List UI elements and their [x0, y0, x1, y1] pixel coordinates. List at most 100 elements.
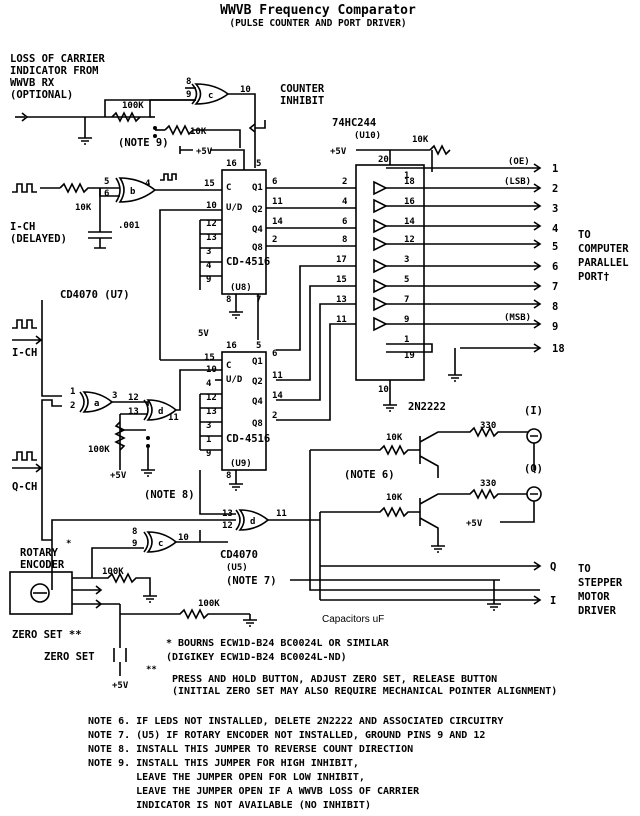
- svg-text:d: d: [250, 517, 255, 527]
- svg-text:PARALLEL: PARALLEL: [578, 257, 629, 269]
- zero-set-button-icon[interactable]: [113, 620, 127, 676]
- resistor-10k-i: [310, 444, 420, 456]
- svg-text:1: 1: [404, 335, 409, 345]
- resistor-label: 100K: [198, 599, 220, 609]
- svg-text:5: 5: [104, 177, 109, 187]
- svg-text:14: 14: [272, 391, 283, 401]
- svg-text:12: 12: [206, 219, 217, 229]
- svg-text:Q4: Q4: [252, 225, 263, 235]
- capacitor-symbol: [88, 188, 112, 249]
- svg-text:INHIBIT: INHIBIT: [280, 95, 324, 107]
- jumper-pin: [153, 126, 157, 130]
- zero-set-label: ZERO SET: [44, 651, 95, 663]
- svg-text:NOTE 6. IF LEDS NOT INSTALLED,: NOTE 6. IF LEDS NOT INSTALLED, DELETE 2N…: [88, 716, 503, 727]
- svg-text:16: 16: [226, 159, 237, 169]
- svg-text:19: 19: [404, 351, 415, 361]
- led-q-label: (Q): [524, 463, 543, 475]
- svg-text:13: 13: [206, 233, 217, 243]
- xor-gate-a: a 3: [79, 391, 117, 413]
- svg-text:Q4: Q4: [252, 397, 263, 407]
- star-marker: **: [146, 665, 157, 675]
- capacitors-unit-label: Capacitors uF: [322, 614, 384, 625]
- svg-text:PRESS AND HOLD BUTTON, ADJUST: PRESS AND HOLD BUTTON, ADJUST ZERO SET, …: [172, 674, 497, 685]
- port-pin: 9: [552, 321, 558, 333]
- svg-text:14: 14: [272, 217, 283, 227]
- resistor-label: 10K: [412, 135, 429, 145]
- svg-text:DRIVER: DRIVER: [578, 605, 617, 617]
- svg-text:8: 8: [132, 527, 137, 537]
- xor-gate-d-bottom: d 11: [235, 509, 287, 531]
- ich-delayed-label: I-CH (DELAYED): [10, 221, 67, 245]
- svg-text:9: 9: [206, 449, 211, 459]
- svg-text:(DELAYED): (DELAYED): [10, 233, 67, 245]
- pulse-icon: [12, 319, 37, 329]
- to-computer-label: TO COMPUTER PARALLEL PORT†: [578, 229, 629, 283]
- svg-text:CD-4516: CD-4516: [226, 256, 270, 268]
- svg-text:15: 15: [336, 275, 347, 285]
- svg-text:13: 13: [128, 407, 139, 417]
- cd4070-u5-label: CD4070 (U5): [220, 549, 258, 573]
- inhibit-arrow-head: [248, 123, 256, 133]
- svg-text:3: 3: [206, 421, 211, 431]
- svg-text:b: b: [130, 187, 136, 197]
- svg-text:(OPTIONAL): (OPTIONAL): [10, 89, 73, 101]
- svg-text:TO: TO: [578, 229, 591, 241]
- svg-text:11: 11: [168, 413, 179, 423]
- svg-text:c: c: [158, 539, 163, 549]
- svg-text:(U8): (U8): [230, 283, 252, 293]
- motor-output-q: Q: [550, 561, 556, 573]
- svg-text:LEAVE THE JUMPER OPEN FOR LOW: LEAVE THE JUMPER OPEN FOR LOW INHIBIT,: [88, 772, 365, 783]
- svg-text:9: 9: [132, 539, 137, 549]
- port-pin: 4: [552, 223, 558, 235]
- rotary-encoder-label: ROTARY ENCODER: [20, 547, 65, 571]
- svg-text:8: 8: [226, 471, 231, 481]
- port-signal-lsb: (LSB): [504, 177, 531, 187]
- resistor-label: 10K: [190, 127, 207, 137]
- svg-text:(DIGIKEY ECW1D-B24 BC0024L-ND): (DIGIKEY ECW1D-B24 BC0024L-ND): [166, 652, 347, 663]
- svg-text:STEPPER: STEPPER: [578, 577, 623, 589]
- svg-text:LEAVE THE JUMPER OPEN IF A WWV: LEAVE THE JUMPER OPEN IF A WWVB LOSS OF …: [88, 786, 420, 797]
- svg-text:3: 3: [404, 255, 409, 265]
- svg-text:16: 16: [226, 341, 237, 351]
- note8-reference: (NOTE 8): [144, 489, 195, 501]
- svg-text:2: 2: [272, 411, 277, 421]
- resistor-label: 10K: [75, 203, 92, 213]
- resistor-100k-loc: [111, 111, 141, 123]
- port-pin: 6: [552, 261, 558, 273]
- resistor-label: 10K: [386, 433, 403, 443]
- svg-text:CD-4516: CD-4516: [226, 433, 270, 445]
- xor-gate-c-bottom: c 10: [143, 531, 189, 553]
- svg-text:INDICATOR IS NOT AVAILABLE (NO: INDICATOR IS NOT AVAILABLE (NO INHIBIT): [88, 800, 371, 811]
- svg-text:1: 1: [70, 387, 75, 397]
- svg-text:8: 8: [342, 235, 347, 245]
- svg-text:1: 1: [206, 435, 211, 445]
- svg-text:11: 11: [336, 315, 347, 325]
- diagram-subtitle: (PULSE COUNTER AND PORT DRIVER): [229, 18, 406, 29]
- svg-text:(U9): (U9): [230, 459, 252, 469]
- ground-symbol: [78, 117, 92, 145]
- svg-text:6: 6: [104, 189, 109, 199]
- port-pin: 3: [552, 203, 558, 215]
- svg-text:5: 5: [256, 159, 261, 169]
- vcc-label: 5V: [198, 329, 209, 339]
- svg-text:13: 13: [336, 295, 347, 305]
- ground-symbol: [383, 380, 397, 412]
- svg-text:ENCODER: ENCODER: [20, 559, 65, 571]
- svg-text:5: 5: [256, 341, 261, 351]
- svg-text:10: 10: [178, 533, 189, 543]
- buffer-triangles: [373, 180, 388, 332]
- xor-gate-c-top: c 8 9 10: [186, 77, 251, 105]
- svg-text:9: 9: [206, 275, 211, 285]
- svg-text:15: 15: [204, 179, 215, 189]
- resistor-10k-q: [320, 506, 420, 518]
- svg-text:2: 2: [342, 177, 347, 187]
- svg-text:10: 10: [378, 385, 389, 395]
- zero-set-star-label: ZERO SET **: [12, 629, 82, 641]
- cd4070-u7-label: CD4070 (U7): [60, 289, 130, 301]
- vcc-label: +5V: [466, 519, 483, 529]
- svg-text:3: 3: [206, 247, 211, 257]
- resistor-10k-loc: [164, 124, 241, 148]
- svg-text:20: 20: [378, 155, 389, 165]
- port-pin: 8: [552, 301, 558, 313]
- resistor-label: 100K: [122, 101, 144, 111]
